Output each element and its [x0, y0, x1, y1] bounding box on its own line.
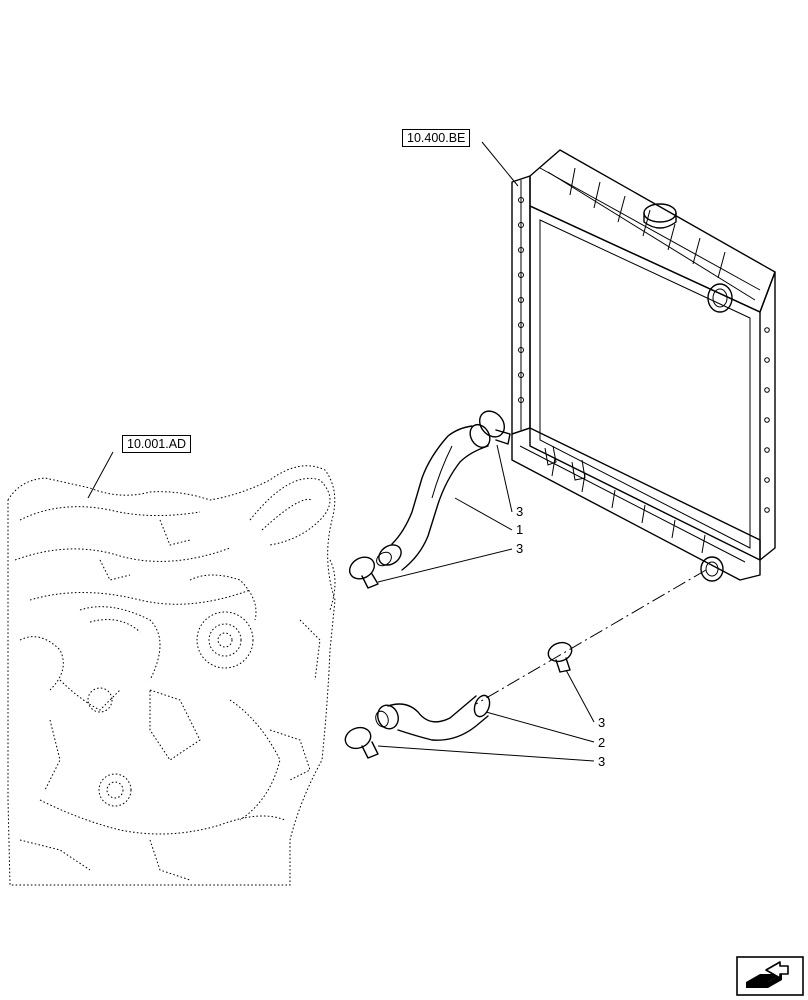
upper-clamp-bottom [348, 556, 379, 589]
lower-clamp-top [547, 641, 573, 673]
lower-hose [375, 694, 491, 741]
radiator-filler-cap [643, 203, 677, 229]
callout-upper-hose: 1 [516, 522, 524, 537]
next-page-arrow-icon[interactable] [736, 956, 804, 996]
callout-lower-hose: 2 [598, 735, 606, 750]
lower-clamp-bottom [344, 726, 379, 759]
turbocharger [196, 611, 254, 669]
engine [7, 465, 336, 886]
radiator-reference-label[interactable]: 10.400.BE [402, 129, 471, 147]
callout-upper-clamp-bottom: 3 [516, 541, 524, 556]
callout-lower-clamp-top: 3 [598, 715, 606, 730]
callout-upper-clamp-top: 3 [516, 504, 524, 519]
engine-reference-label[interactable]: 10.001.AD [122, 435, 192, 453]
upper-hose [376, 423, 491, 571]
callout-lower-clamp-bottom: 3 [598, 754, 606, 769]
leader-lines [87, 141, 595, 762]
hose-routing-centerline [475, 569, 707, 705]
upper-clamp-top [478, 410, 511, 445]
radiator [511, 149, 776, 582]
